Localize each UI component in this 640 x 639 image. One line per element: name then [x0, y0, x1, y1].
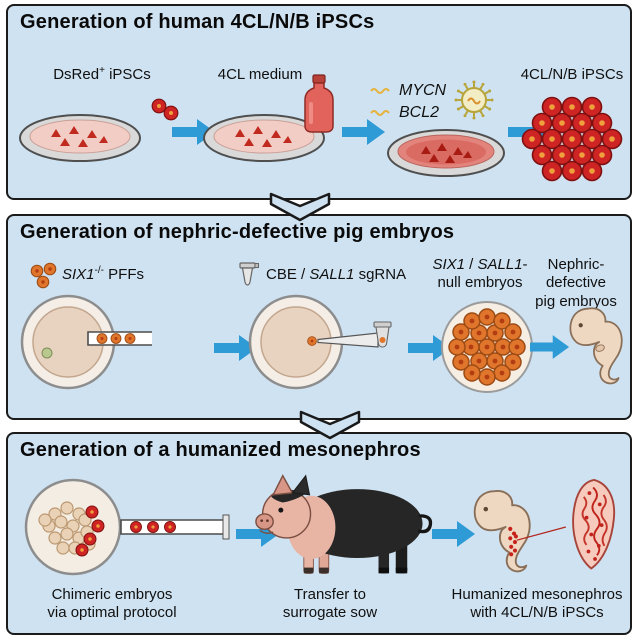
virus-icon — [454, 80, 494, 120]
mesonephros-region — [508, 526, 518, 557]
red-ipsc-cells-icon — [521, 96, 623, 182]
panel-ipsc-generation: Generation of human 4CL/N/B iPSCs DsRed+… — [6, 4, 632, 200]
petri-dish-icon — [387, 129, 505, 177]
pig-icon — [255, 474, 433, 574]
flow-arrow-down-icon — [269, 192, 331, 222]
flow-arrow-down-icon — [299, 410, 361, 440]
petri-dish-icon — [19, 114, 141, 162]
label-chimeric-embryos: Chimeric embryos via optimal protocol — [47, 586, 177, 622]
label-cbe-sall1-sgrna: CBE / SALL1 sgRNA — [266, 266, 407, 283]
panel1-title: Generation of human 4CL/N/B iPSCs — [20, 11, 375, 33]
label-six1-pffs: SIX1-/- PFFs — [62, 265, 144, 284]
orange-cells-icon — [30, 262, 57, 289]
panel2-title: Generation of nephric-defective pig embr… — [20, 221, 455, 243]
gene-mycn: MYCN — [370, 82, 446, 100]
oocyte-icon — [20, 294, 152, 390]
pig-embryo-icon — [569, 307, 623, 385]
chimeric-embryo-icon — [24, 478, 230, 576]
oocyte-icon — [248, 294, 392, 390]
micropipette-icon — [317, 332, 379, 348]
label-transfer-sow: Transfer to surrogate sow — [282, 586, 378, 622]
media-bottle-icon — [304, 74, 334, 133]
gene-squiggle-icon — [370, 110, 390, 116]
tube-icon — [373, 321, 392, 348]
pig-embryo-icon — [473, 489, 531, 573]
petri-dish-icon — [203, 114, 325, 162]
panel3-title: Generation of a humanized mesonephros — [20, 439, 421, 461]
gene-squiggle-icon — [370, 88, 390, 94]
label-dsred-ipscs: DsRed+ iPSCs — [53, 65, 151, 84]
label-4clnb-ipscs: 4CL/N/B iPSCs — [520, 66, 624, 83]
label-4cl-medium: 4CL medium — [217, 66, 303, 83]
panel-humanized-mesonephros: Generation of a humanized mesonephros Ch… — [6, 432, 632, 635]
panel-nephric-defective-embryos: Generation of nephric-defective pig embr… — [6, 214, 632, 420]
gene-bcl2: BCL2 — [370, 104, 439, 122]
label-nephric-defective: Nephric-defective pig embryos — [535, 256, 617, 310]
label-humanized-mesonephros: Humanized mesonephros with 4CL/N/B iPSCs — [451, 586, 623, 622]
mesonephros-icon — [572, 478, 616, 570]
humanized-embryo-mesonephros-icon — [473, 478, 616, 573]
morula-icon — [441, 301, 533, 393]
tube-icon — [239, 262, 259, 286]
label-null-embryos: SIX1 / SALL1- null embryos — [432, 256, 528, 292]
